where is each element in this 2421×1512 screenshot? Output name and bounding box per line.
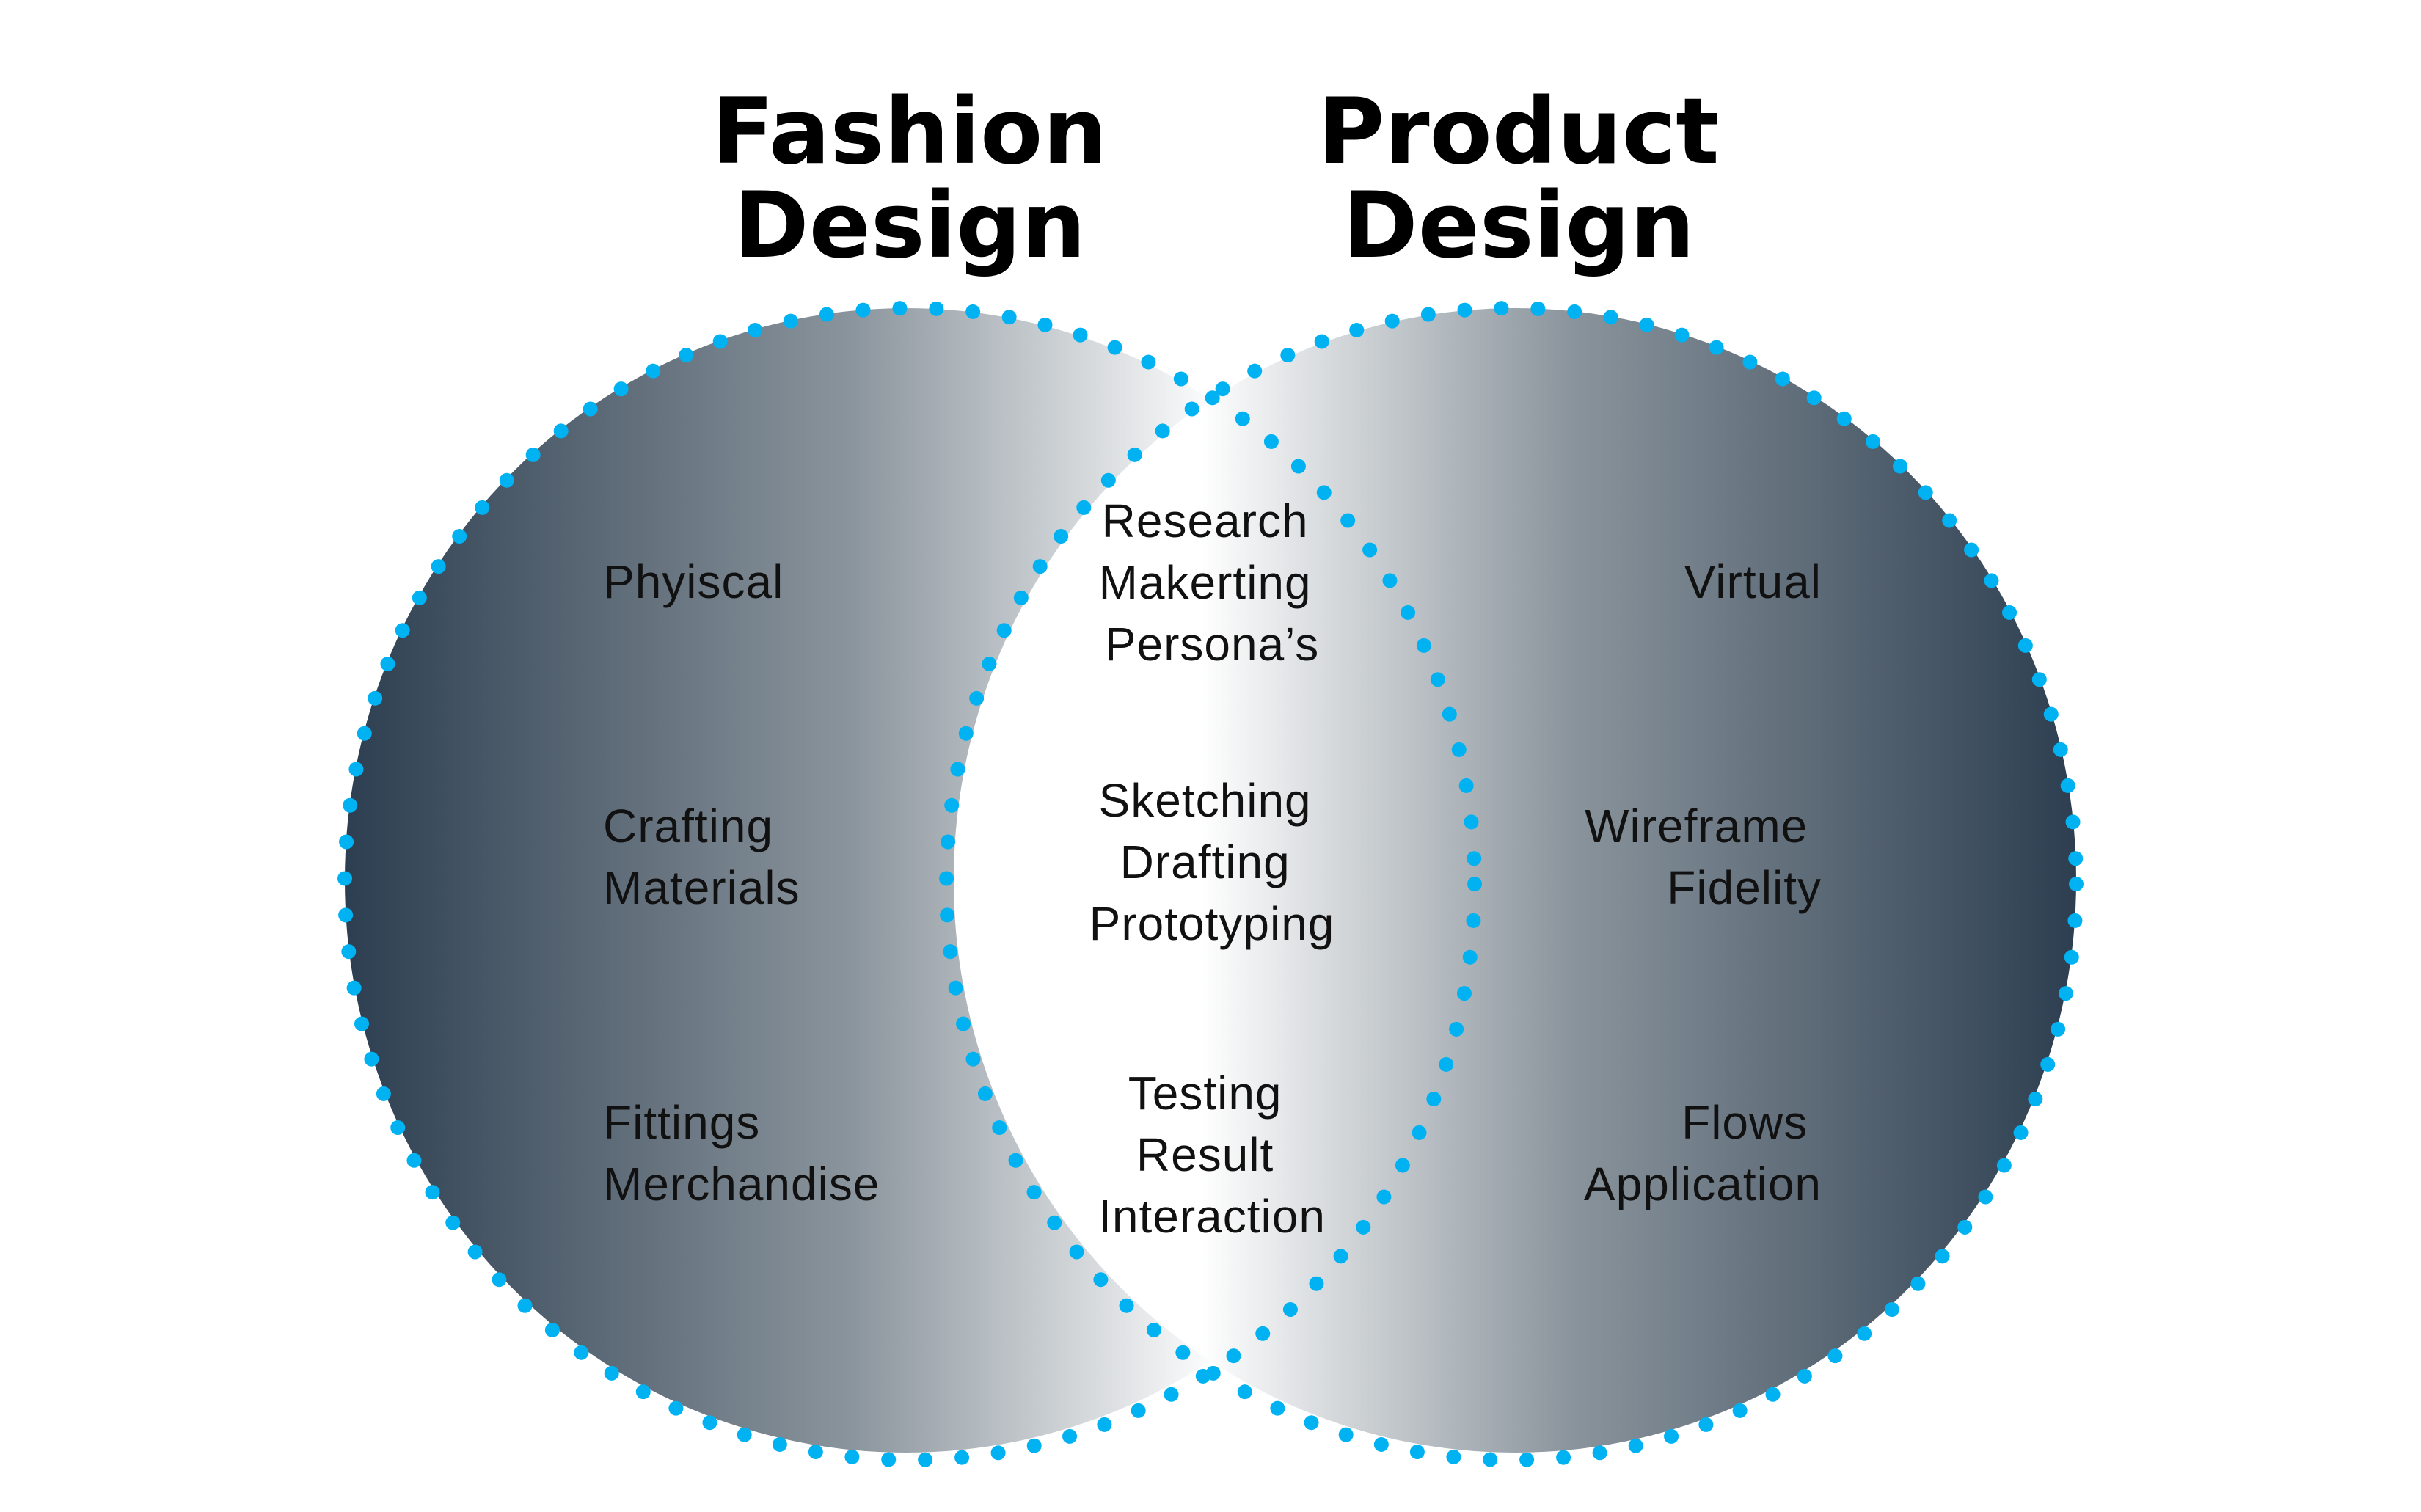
shared-item-1-line-3: Persona’s — [1105, 618, 1319, 671]
shared-item-2-line-3: Prototyping — [1089, 897, 1335, 950]
shared-items: Research Makerting Persona’s Sketching D… — [1089, 494, 1335, 1243]
product-design-circle — [954, 308, 2076, 1453]
shared-item-3-line-2: Result — [1136, 1128, 1274, 1181]
fashion-design-title-line-2: Design — [734, 173, 1086, 279]
fashion-item-1-line-1: Phyiscal — [603, 555, 784, 608]
product-design-dotted-outline — [939, 301, 2084, 1467]
product-item-2-line-1: Wireframe — [1585, 800, 1808, 852]
shared-item-1-line-1: Research — [1102, 494, 1309, 547]
product-item-2: Wireframe Fidelity — [1585, 800, 1822, 914]
fashion-design-title-line-1: Fashion — [712, 79, 1107, 185]
shared-item-2-line-1: Sketching — [1099, 774, 1312, 827]
product-item-3: Flows Application — [1584, 1096, 1822, 1210]
fashion-item-1: Phyiscal — [603, 555, 784, 608]
fashion-item-2-line-2: Materials — [603, 861, 800, 914]
fashion-item-3-line-2: Merchandise — [603, 1158, 880, 1210]
product-design-title: Product Design — [1318, 79, 1719, 279]
fashion-item-3: Fittings Merchandise — [603, 1096, 880, 1210]
shared-item-2: Sketching Drafting Prototyping — [1089, 774, 1335, 950]
product-item-3-line-2: Application — [1584, 1158, 1822, 1210]
shared-item-3-line-1: Testing — [1128, 1067, 1282, 1120]
product-items: Virtual Wireframe Fidelity Flows Applica… — [1584, 555, 1822, 1210]
fashion-item-2-line-1: Crafting — [603, 800, 773, 852]
product-item-3-line-1: Flows — [1681, 1096, 1808, 1149]
fashion-design-title: Fashion Design — [712, 79, 1107, 279]
shared-item-2-line-2: Drafting — [1120, 836, 1290, 888]
fashion-item-3-line-1: Fittings — [603, 1096, 760, 1149]
product-design-title-line-1: Product — [1318, 79, 1719, 185]
shared-item-1: Research Makerting Persona’s — [1099, 494, 1326, 671]
product-item-2-line-2: Fidelity — [1667, 861, 1822, 914]
fashion-items: Phyiscal Crafting Materials Fittings Mer… — [603, 555, 880, 1210]
shared-item-3-line-3: Interaction — [1098, 1190, 1326, 1243]
fashion-design-dotted-outline — [337, 301, 1482, 1467]
product-item-1: Virtual — [1684, 555, 1822, 608]
fashion-item-2: Crafting Materials — [603, 800, 800, 914]
shared-item-1-line-2: Makerting — [1099, 556, 1312, 609]
product-design-title-line-2: Design — [1343, 173, 1695, 279]
product-item-1-line-1: Virtual — [1684, 555, 1822, 608]
shared-item-3: Testing Result Interaction — [1098, 1067, 1326, 1243]
